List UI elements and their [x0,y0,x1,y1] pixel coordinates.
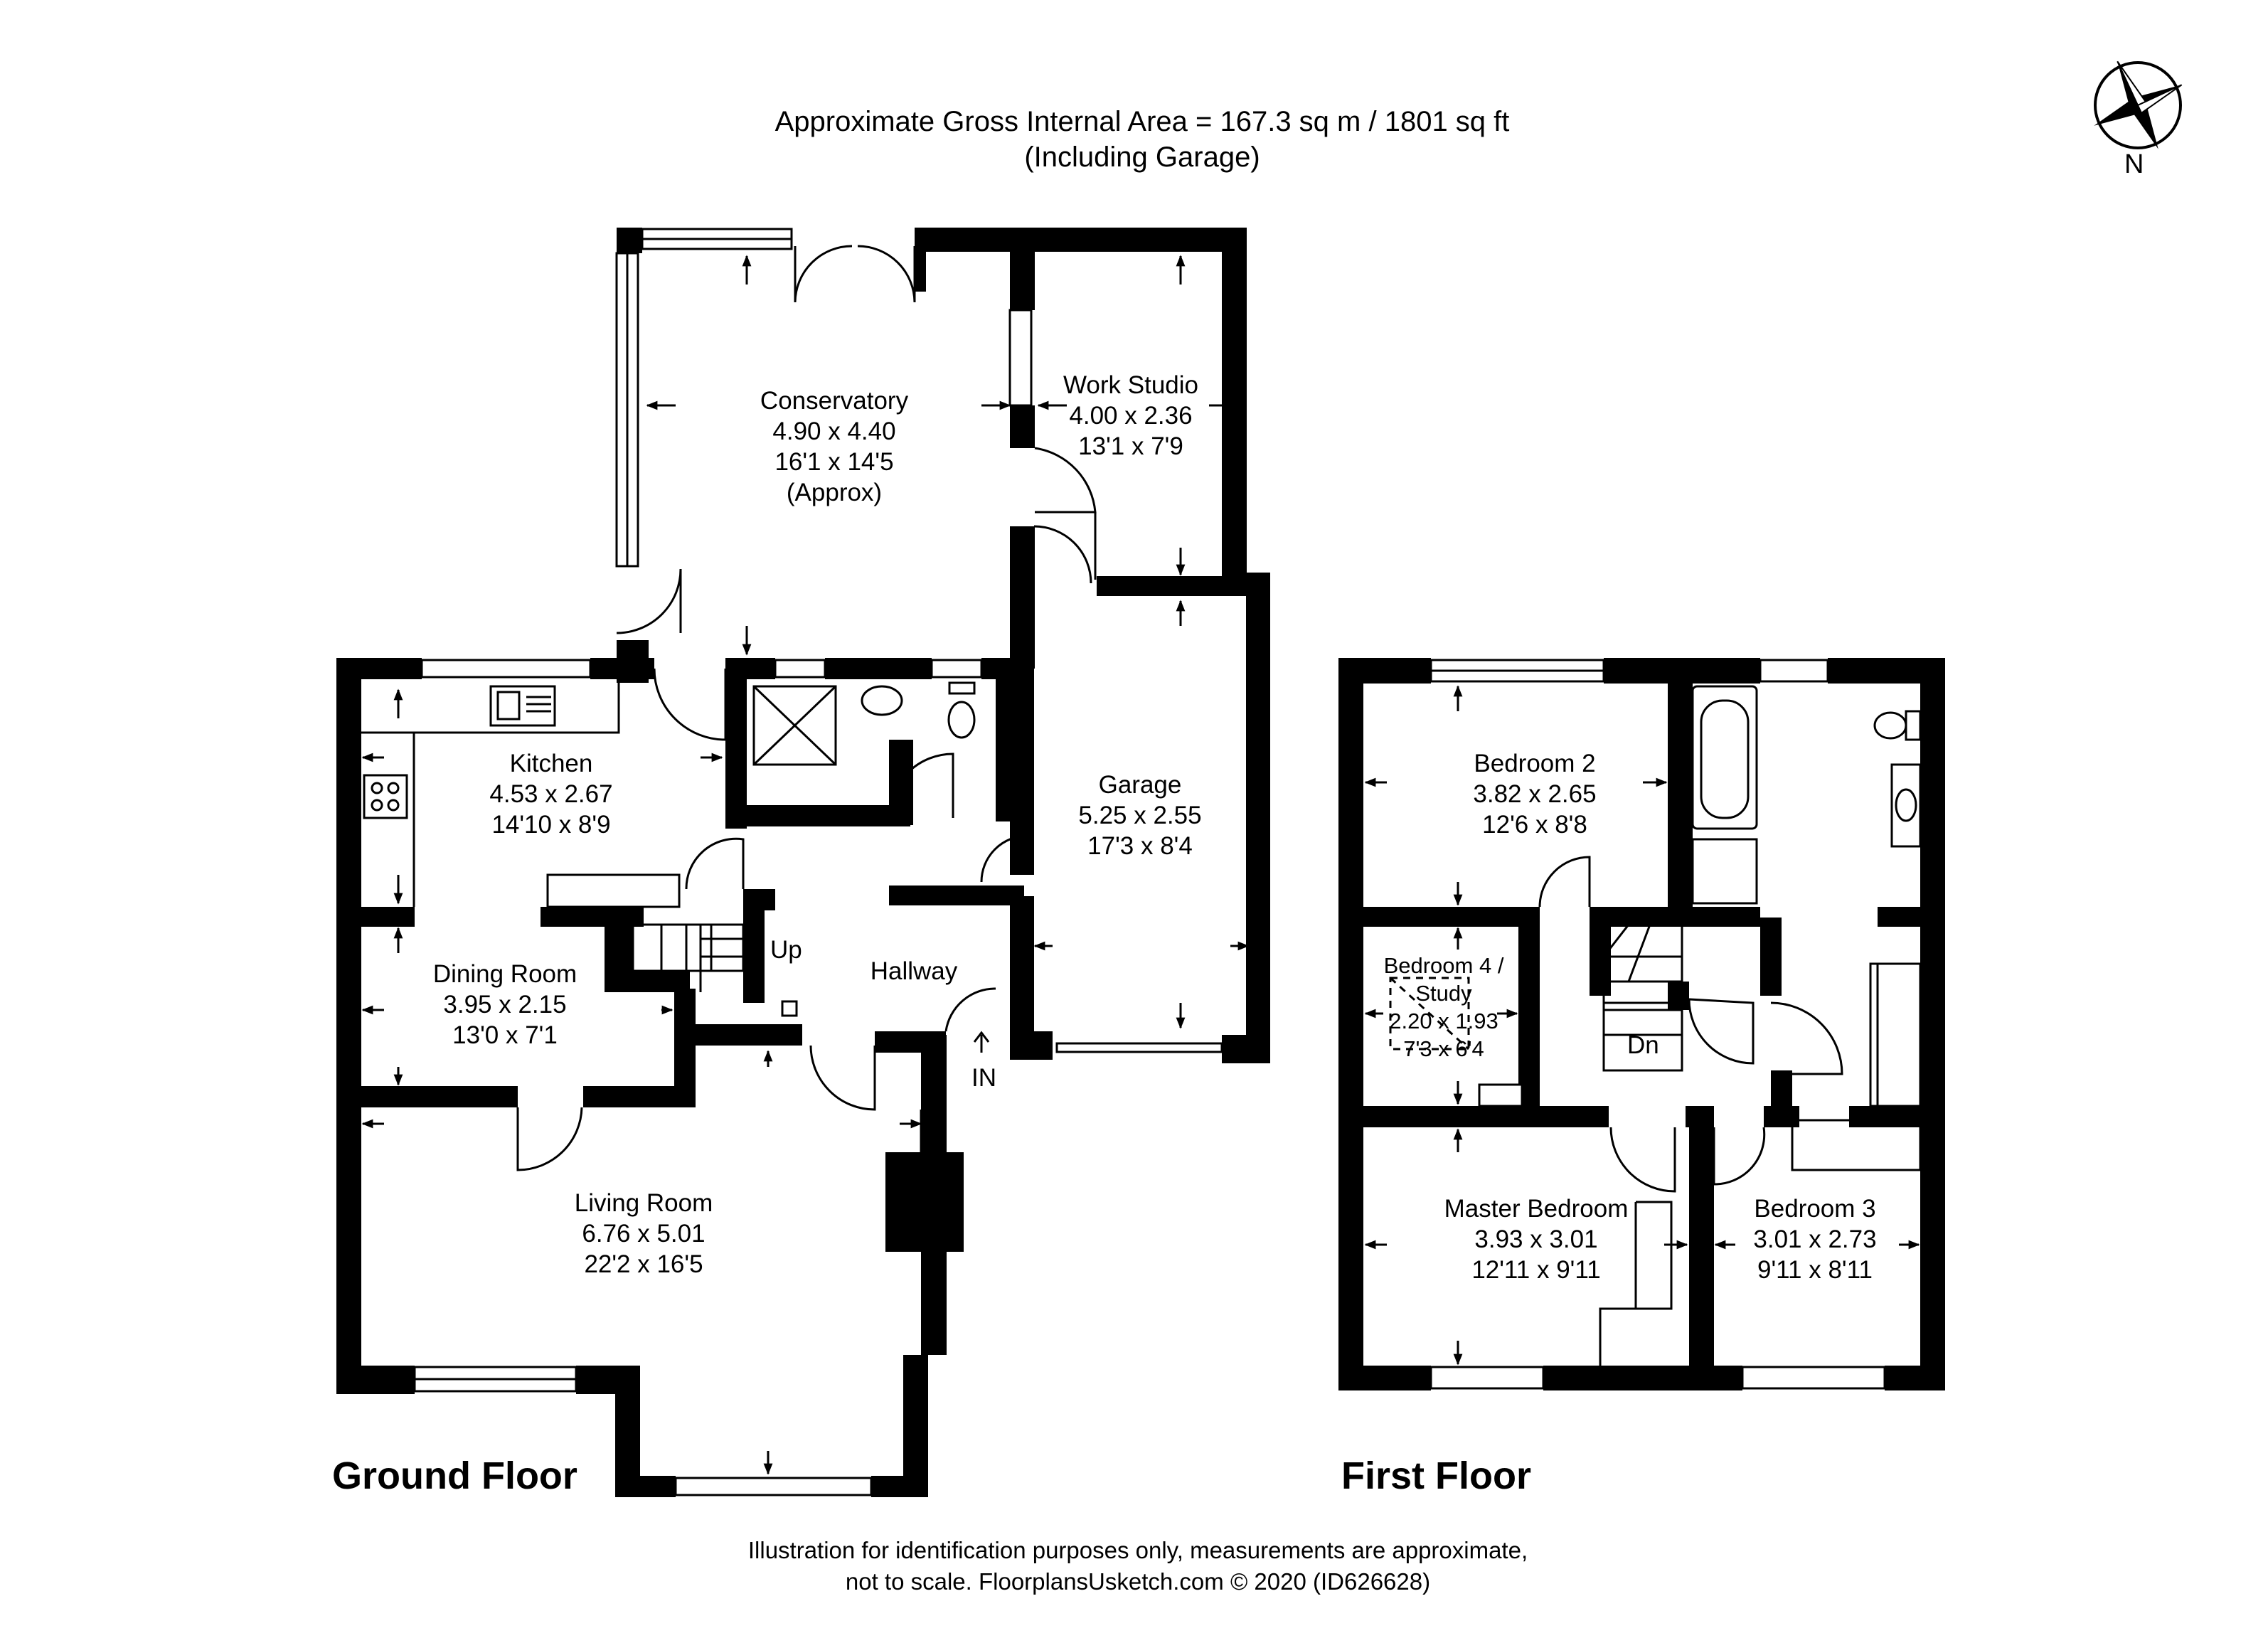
entrance-label: IN [971,1064,996,1092]
room-size-metric: 3.93 x 3.01 [1474,1225,1598,1253]
room-bedroom-3: Bedroom 3 3.01 x 2.73 9'11 x 8'11 [1753,1193,1876,1285]
room-size-imperial: 9'11 x 8'11 [1757,1256,1873,1284]
room-size-imperial: 12'6 x 8'8 [1482,811,1587,839]
room-name: Hallway [870,957,958,985]
room-name: Conservatory [760,387,909,415]
room-name-2: Study [1415,981,1472,1006]
room-note: (Approx) [786,479,883,506]
room-name: Dining Room [432,960,577,988]
room-master-bedroom: Master Bedroom 3.93 x 3.01 12'11 x 9'11 [1444,1193,1629,1285]
disclaimer-line1: Illustration for identification purposes… [747,1537,1528,1563]
room-name: Bedroom 3 [1754,1195,1876,1223]
disclaimer-line2: not to scale. FloorplansUsketch.com © 20… [845,1568,1431,1595]
room-name: Work Studio [1063,371,1198,399]
room-size-imperial: 14'10 x 8'9 [491,811,611,839]
room-size-metric: 4.00 x 2.36 [1069,402,1193,430]
stairs-down-label: Dn [1627,1031,1659,1059]
room-name: Bedroom 2 [1474,750,1596,777]
room-bedroom-2: Bedroom 2 3.82 x 2.65 12'6 x 8'8 [1473,748,1596,840]
area-summary: Approximate Gross Internal Area = 167.3 … [775,104,1510,175]
room-bedroom-4-study: Bedroom 4 / Study 2.20 x 1.93 7'3 x 6'4 [1384,952,1504,1063]
room-size-imperial: 13'1 x 7'9 [1078,432,1183,460]
room-size-metric: 3.95 x 2.15 [443,991,567,1019]
area-summary-line2: (Including Garage) [1024,142,1260,173]
first-floor-walls [1338,658,1945,1390]
room-name: Kitchen [509,750,593,777]
ground-floor-label: Ground Floor [332,1454,577,1497]
area-summary-line1: Approximate Gross Internal Area = 167.3 … [774,106,1510,137]
room-name: Living Room [574,1189,713,1217]
room-living-room: Living Room 6.76 x 5.01 22'2 x 16'5 [575,1188,713,1280]
compass-rose [2094,60,2183,149]
room-size-imperial: 16'1 x 14'5 [774,448,894,476]
room-name: Garage [1098,771,1182,799]
ground-floor-details [361,228,1223,1496]
room-size-metric: 3.82 x 2.65 [1473,780,1597,808]
first-floor-details [1389,659,1922,1390]
stairs-up-label: Up [770,936,802,964]
room-name: Master Bedroom [1444,1195,1629,1223]
room-kitchen: Kitchen 4.53 x 2.67 14'10 x 8'9 [489,748,612,840]
room-size-imperial: 7'3 x 6'4 [1403,1036,1484,1061]
dimension-arrows [361,255,1920,1475]
room-size-metric: 4.53 x 2.67 [489,780,613,808]
room-size-metric: 3.01 x 2.73 [1753,1225,1877,1253]
room-work-studio: Work Studio 4.00 x 2.36 13'1 x 7'9 [1063,370,1198,462]
room-name: Bedroom 4 / [1383,953,1504,978]
room-size-metric: 2.20 x 1.93 [1389,1009,1498,1033]
room-size-imperial: 12'11 x 9'11 [1471,1256,1601,1284]
room-size-imperial: 17'3 x 8'4 [1087,832,1193,860]
room-hallway: Hallway [871,956,958,986]
room-garage: Garage 5.25 x 2.55 17'3 x 8'4 [1078,770,1201,861]
room-size-metric: 6.76 x 5.01 [582,1220,706,1248]
room-dining-room: Dining Room 3.95 x 2.15 13'0 x 7'1 [433,959,577,1051]
disclaimer: Illustration for identification purposes… [748,1535,1528,1597]
room-size-imperial: 22'2 x 16'5 [584,1250,703,1278]
room-size-imperial: 13'0 x 7'1 [452,1021,558,1049]
compass-north-label: N [2124,149,2144,179]
room-conservatory: Conservatory 4.90 x 4.40 16'1 x 14'5 (Ap… [760,385,908,508]
first-floor-label: First Floor [1341,1454,1531,1497]
room-size-metric: 5.25 x 2.55 [1078,802,1202,829]
room-size-metric: 4.90 x 4.40 [772,418,896,445]
